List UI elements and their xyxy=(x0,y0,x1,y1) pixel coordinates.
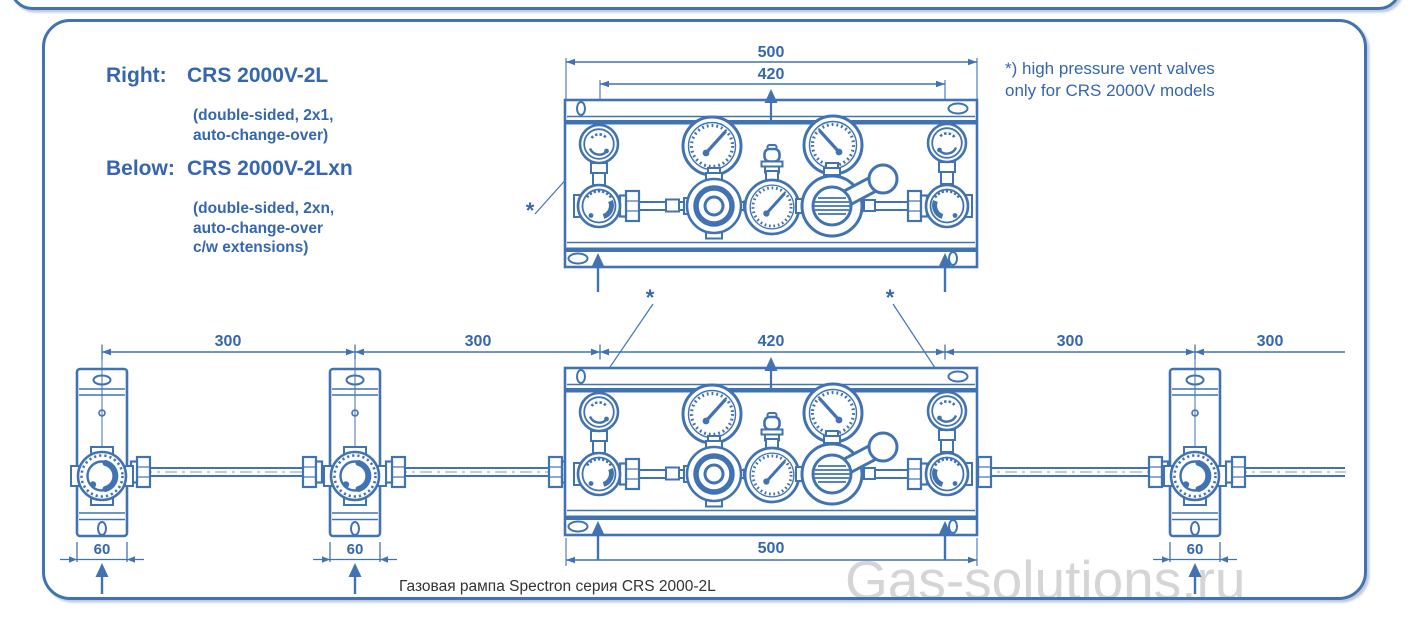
model-subtitle-right: (double-sided, 2x1, auto-change-over) xyxy=(193,106,333,145)
model-title-right-label: Right: xyxy=(106,64,167,87)
model-title-right-name: CRS 2000V-2L xyxy=(187,64,329,87)
manifold-pipes xyxy=(129,455,1346,489)
extension-bracket xyxy=(60,354,144,594)
bottom-assembly-dimensions xyxy=(101,303,1345,566)
dim-top-500: 500 xyxy=(757,44,785,61)
vent-valve-note-line1: *) high pressure vent valves xyxy=(1005,59,1215,78)
dim-bottom-500: 500 xyxy=(757,540,785,557)
vent-valve-note: *) high pressure vent valves only for CR… xyxy=(1005,58,1215,102)
dim-top-420: 420 xyxy=(757,66,785,83)
model-title-right: Right: CRS 2000V-2L xyxy=(106,64,328,88)
extension-bracket xyxy=(313,354,397,594)
model-title-below: Below: CRS 2000V-2Lxn xyxy=(106,157,353,181)
asterisk-bottom-vent-right: * xyxy=(885,285,895,310)
dim-bottom-300-2: 300 xyxy=(464,333,492,350)
model-subtitle-below-line2: auto-change-over xyxy=(193,219,324,237)
model-subtitle-right-line1: (double-sided, 2x1, xyxy=(193,107,334,124)
extension-bracket xyxy=(1153,354,1237,594)
model-title-below-name: CRS 2000V-2Lxn xyxy=(187,157,353,180)
model-subtitle-right-line2: auto-change-over) xyxy=(193,126,329,144)
figure-caption: Газовая рампа Spectron серия CRS 2000-2L xyxy=(399,578,716,595)
vent-valve-note-line2: only for CRS 2000V models xyxy=(1005,81,1215,100)
dim-bottom-300-4: 300 xyxy=(1256,333,1284,350)
asterisk-top-vent: * xyxy=(525,198,535,223)
dim-bottom-300-3: 300 xyxy=(1056,333,1084,350)
model-subtitle-below: (double-sided, 2xn, auto-change-over c/w… xyxy=(193,199,334,258)
model-title-below-label: Below: xyxy=(106,157,175,180)
dim-bracket-60-3: 60 xyxy=(1186,541,1204,558)
model-subtitle-below-line1: (double-sided, 2xn, xyxy=(193,200,335,217)
manifold-panel-bottom-view xyxy=(565,357,977,560)
dim-bracket-60-1: 60 xyxy=(93,541,111,558)
manifold-panel-top-view xyxy=(565,89,977,292)
asterisk-bottom-vent-left: * xyxy=(645,285,655,310)
dim-bottom-420: 420 xyxy=(757,333,785,350)
model-subtitle-below-line3: c/w extensions) xyxy=(193,239,309,256)
dim-bottom-300-1: 300 xyxy=(214,333,242,350)
dim-bracket-60-2: 60 xyxy=(346,541,364,558)
